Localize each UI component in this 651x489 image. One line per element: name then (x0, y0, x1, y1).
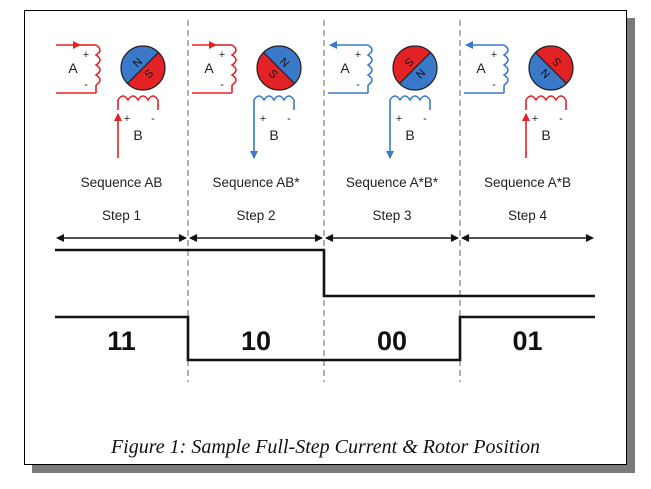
rotor-north-half (399, 52, 437, 90)
rotor-divider (263, 52, 295, 84)
step-label: Step 2 (236, 208, 275, 223)
waveforms (55, 248, 595, 362)
rotor-divider (399, 52, 431, 84)
coil-b: B+ - (386, 95, 431, 159)
rotor-north-half (529, 52, 567, 90)
coil-b: B+ - (114, 95, 159, 158)
coil-a-minus-sign: - (492, 79, 496, 91)
coil-b-plus-sign: + (532, 113, 538, 125)
coil-b-plus-sign: + (124, 113, 130, 125)
coil-b-plus-sign: + (396, 113, 402, 125)
rotor-north-half (263, 46, 301, 84)
coil-b-label: B (269, 127, 278, 143)
coil-b-label: B (133, 127, 142, 143)
rotor-south-half (127, 52, 165, 90)
coil-a-minus-sign: - (356, 79, 360, 91)
step-label: Step 3 (372, 208, 411, 223)
rotor: NS (392, 45, 438, 91)
step-code: 01 (512, 326, 542, 356)
coil-a: A + - (328, 41, 373, 94)
coil-a-winding (366, 44, 373, 86)
coil-b-winding (389, 95, 431, 102)
coil-b-winding (525, 95, 567, 102)
coil-b-minus-sign: - (287, 113, 291, 125)
coil-a-minus-sign: - (84, 79, 88, 91)
coil-a-winding (230, 44, 237, 86)
rotor-divider (127, 52, 159, 84)
coil-b-label: B (405, 127, 414, 143)
coil-a: A + - (56, 41, 101, 94)
coil-a-label: A (68, 60, 78, 76)
coil-a-plus-sign: + (83, 49, 89, 61)
rotor-outline (120, 45, 166, 91)
coil-a-label: A (476, 60, 486, 76)
step-code: 00 (377, 326, 407, 356)
coil-a: A + - (192, 41, 237, 94)
coil-a-winding (502, 44, 509, 86)
waveform-coil-a (55, 248, 595, 298)
sequence-label: Sequence AB* (212, 175, 300, 190)
sequence-label: Sequence A*B* (346, 175, 439, 190)
coil-a-label: A (340, 60, 350, 76)
coil-a: A + - (464, 41, 509, 94)
coil-b-label: B (541, 127, 550, 143)
coil-b-minus-sign: - (559, 113, 563, 125)
coil-a-label: A (204, 60, 214, 76)
coil-b: B+ - (522, 95, 567, 158)
coil-b-plus-sign: + (260, 113, 266, 125)
step-code: 11 (107, 326, 136, 356)
step-label: Step 4 (508, 208, 548, 223)
rotor: NS (256, 45, 302, 91)
coil-a-plus-sign: + (355, 49, 361, 61)
coil-a-plus-sign: + (219, 49, 225, 61)
rotor-south-half (393, 46, 431, 84)
coil-a-winding (94, 44, 101, 86)
coil-a-minus-sign: - (220, 79, 224, 91)
rotor: NS (528, 45, 574, 91)
sequence-label: Sequence A*B (484, 175, 571, 190)
rotor: NS (120, 45, 166, 91)
sequence-label: Sequence AB (81, 175, 163, 190)
rotor-south-half (535, 46, 573, 84)
coil-b-minus-sign: - (151, 113, 155, 125)
coil-b-winding (253, 95, 295, 102)
rotor-divider (535, 52, 567, 84)
coil-b-winding (117, 95, 159, 102)
coil-b-minus-sign: - (423, 113, 427, 125)
coil-a-plus-sign: + (491, 49, 497, 61)
rotor-south-half (257, 52, 295, 90)
waveform-coil-b (55, 315, 595, 362)
figure-caption: Figure 1: Sample Full-Step Current & Rot… (110, 436, 541, 458)
step-label: Step 1 (102, 208, 141, 223)
rotor-north-half (121, 46, 159, 84)
coil-b: B+ - (250, 95, 295, 159)
step-code: 10 (241, 326, 271, 356)
